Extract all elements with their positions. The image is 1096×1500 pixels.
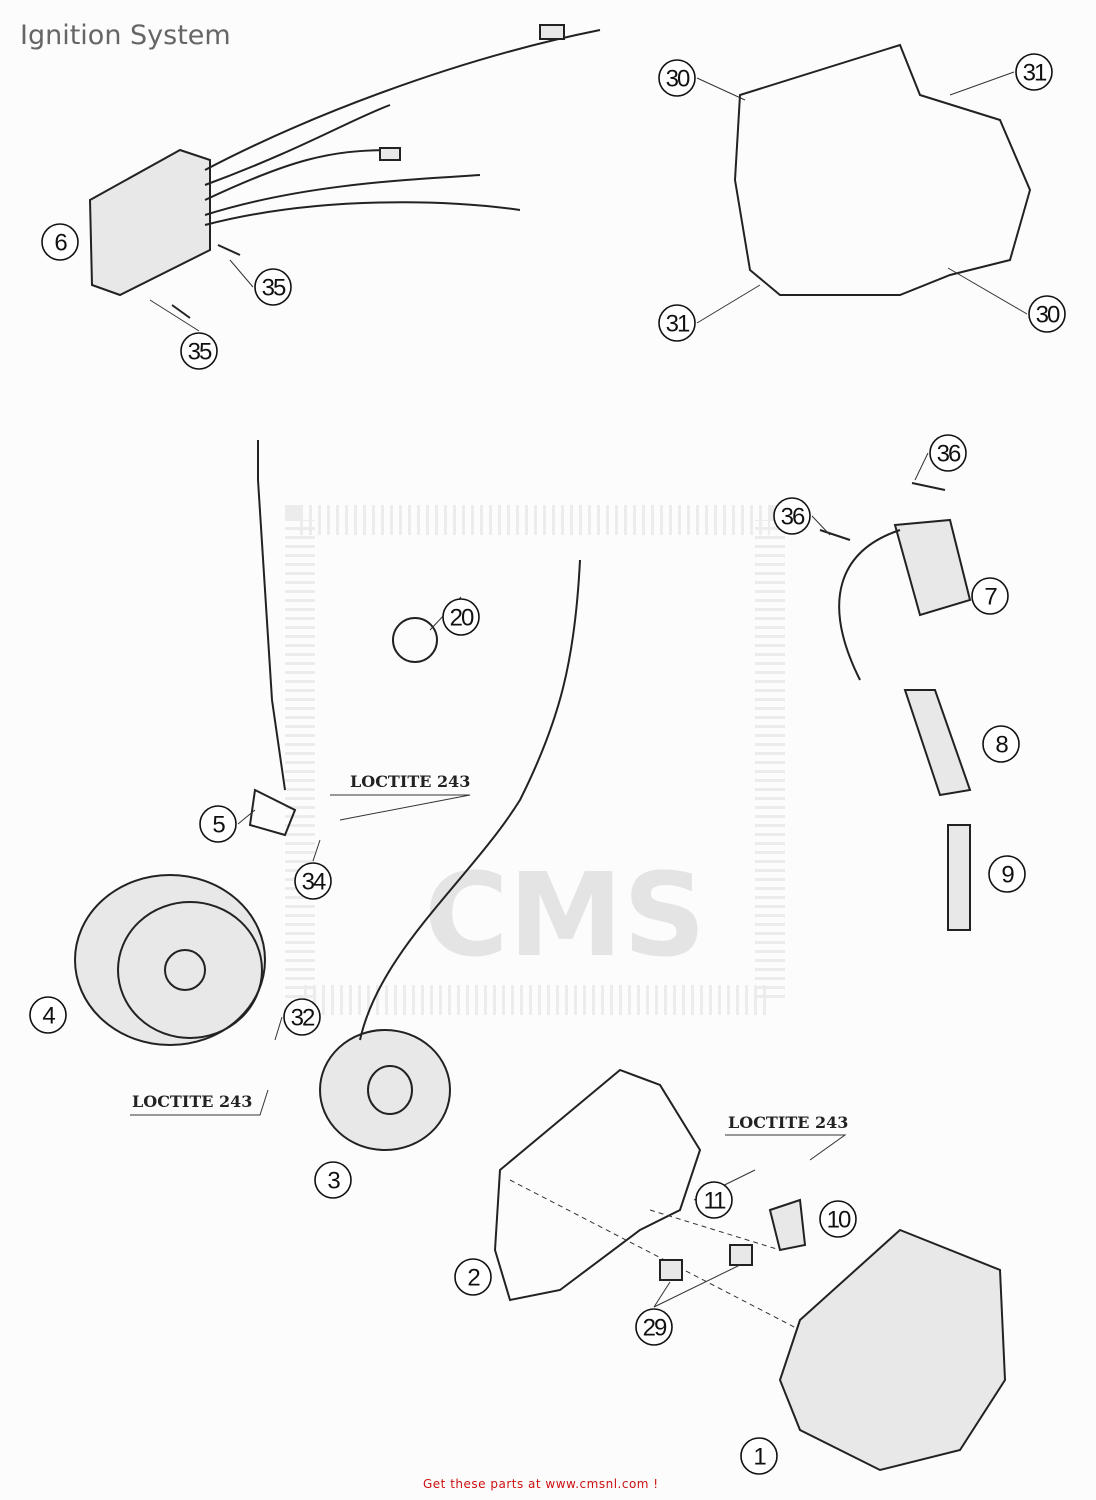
svg-text:30: 30 — [666, 66, 690, 93]
dowel-pin — [659, 1259, 683, 1281]
callout-3[interactable]: 3 — [314, 1161, 352, 1199]
svg-text:31: 31 — [666, 311, 690, 338]
watermark-text: CMS — [424, 849, 706, 983]
svg-text:9: 9 — [1001, 862, 1014, 889]
callout-36[interactable]: 36 — [929, 434, 967, 472]
svg-text:11: 11 — [704, 1188, 727, 1215]
callout-11[interactable]: 11 — [695, 1181, 733, 1219]
svg-text:34: 34 — [302, 869, 326, 896]
cable-clamp — [768, 1198, 807, 1252]
svg-text:3: 3 — [327, 1168, 340, 1195]
loctite-note: LOCTITE 243 — [132, 1092, 252, 1111]
callout-5[interactable]: 5 — [199, 805, 237, 843]
svg-text:32: 32 — [291, 1005, 315, 1032]
callout-35[interactable]: 35 — [254, 268, 292, 306]
svg-text:35: 35 — [262, 275, 286, 302]
callout-35[interactable]: 35 — [180, 332, 218, 370]
svg-text:6: 6 — [54, 230, 67, 257]
ignition-cover — [778, 1228, 1007, 1472]
svg-text:7: 7 — [984, 584, 997, 611]
gasket-top — [733, 43, 1032, 296]
spark-plug — [947, 824, 971, 931]
svg-text:4: 4 — [42, 1003, 55, 1030]
gasket-cover — [493, 1068, 702, 1302]
svg-text:36: 36 — [781, 504, 805, 531]
svg-text:1: 1 — [753, 1444, 766, 1471]
spark-plug-cap — [903, 689, 972, 797]
loctite-note: LOCTITE 243 — [728, 1113, 848, 1132]
callout-4[interactable]: 4 — [29, 996, 67, 1034]
callout-29[interactable]: 29 — [635, 1308, 673, 1346]
flywheel — [74, 874, 266, 1046]
callout-30[interactable]: 30 — [658, 59, 696, 97]
callout-32[interactable]: 32 — [283, 998, 321, 1036]
svg-text:20: 20 — [450, 605, 474, 632]
svg-text:30: 30 — [1036, 302, 1060, 329]
bolt-35 — [171, 244, 241, 319]
svg-text:2: 2 — [467, 1265, 480, 1292]
callout-2[interactable]: 2 — [454, 1258, 492, 1296]
svg-text:35: 35 — [188, 339, 212, 366]
cdi-unit — [88, 24, 601, 297]
callout-9[interactable]: 9 — [988, 855, 1026, 893]
callout-36[interactable]: 36 — [773, 497, 811, 535]
svg-text:29: 29 — [643, 1315, 667, 1342]
page-title: Ignition System — [20, 20, 231, 51]
callout-30[interactable]: 30 — [1028, 295, 1066, 333]
watermark-pattern — [285, 505, 785, 1015]
svg-text:5: 5 — [212, 812, 225, 839]
callout-8[interactable]: 8 — [982, 725, 1020, 763]
callout-1[interactable]: 1 — [740, 1437, 778, 1475]
callout-20[interactable]: 20 — [442, 598, 480, 636]
callout-6[interactable]: 6 — [41, 223, 79, 261]
callout-7[interactable]: 7 — [971, 577, 1009, 615]
loctite-note: LOCTITE 243 — [350, 772, 470, 791]
callout-31[interactable]: 31 — [658, 304, 696, 342]
ignition-coil — [838, 518, 972, 681]
cable-tie — [392, 617, 438, 663]
footer-link[interactable]: Get these parts at www.cmsnl.com ! — [423, 1477, 659, 1491]
svg-text:10: 10 — [827, 1207, 851, 1234]
callout-34[interactable]: 34 — [294, 862, 332, 900]
dowel-pin — [729, 1244, 753, 1266]
svg-text:8: 8 — [995, 732, 1008, 759]
bolt-36 — [819, 482, 946, 541]
svg-text:36: 36 — [937, 441, 961, 468]
svg-text:31: 31 — [1023, 60, 1047, 87]
callout-10[interactable]: 10 — [819, 1200, 857, 1238]
callout-31[interactable]: 31 — [1015, 53, 1053, 91]
stator — [319, 559, 581, 1151]
